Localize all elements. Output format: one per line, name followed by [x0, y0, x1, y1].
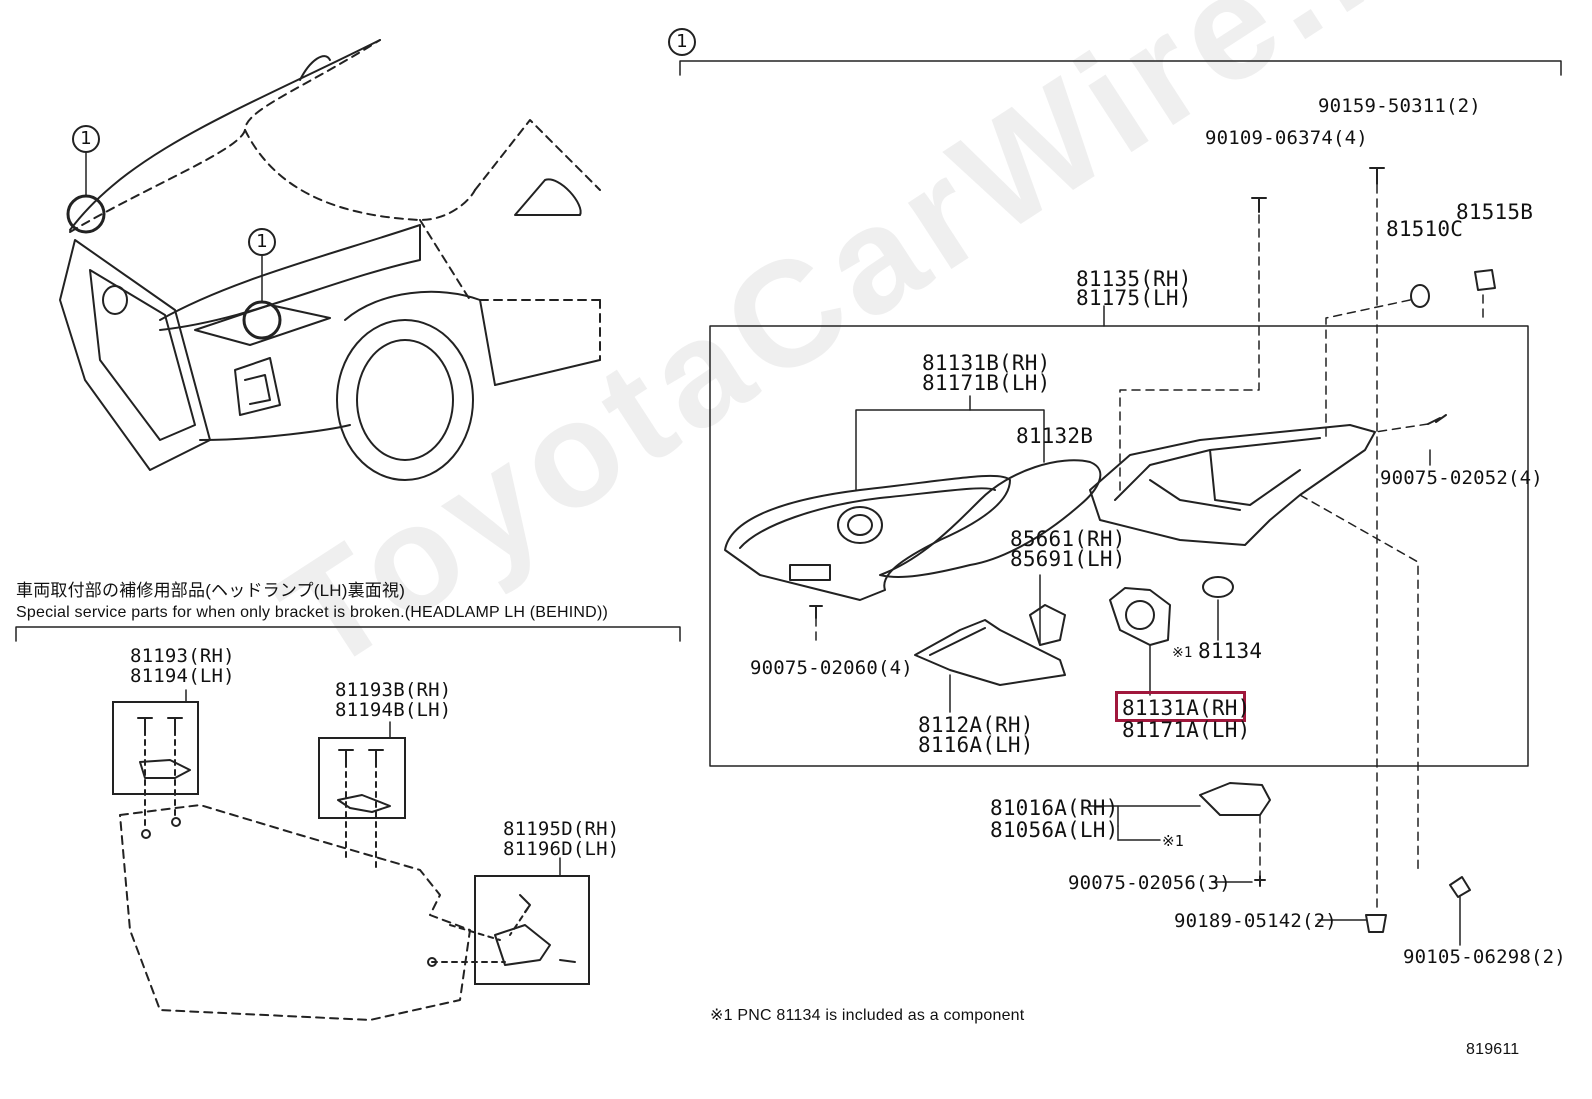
part-85661-rh[interactable]: 85661(RH) [1010, 527, 1126, 551]
screw-90159-50311[interactable]: 90159-50311(2) [1318, 95, 1481, 117]
part-81175-lh[interactable]: 81175(LH) [1076, 286, 1192, 310]
screw-90105-06298[interactable]: 90105-06298(2) [1403, 946, 1566, 968]
bracket-box-81193b [318, 737, 406, 819]
bracket-box-81193 [112, 701, 199, 795]
part-81171b-lh[interactable]: 81171B(LH) [922, 371, 1051, 395]
part-81194-lh[interactable]: 81194(LH) [130, 665, 235, 687]
part-81131b-rh[interactable]: 81131B(RH) [922, 351, 1051, 375]
screw-90075-02056[interactable]: 90075-02056(3) [1068, 872, 1231, 894]
part-81195d-rh[interactable]: 81195D(RH) [503, 818, 620, 840]
headlamp-exploded-diagram [679, 60, 1562, 946]
part-81510c[interactable]: 81510C [1386, 217, 1464, 241]
part-81193b-rh[interactable]: 81193B(RH) [335, 679, 452, 701]
part-81196d-lh[interactable]: 81196D(LH) [503, 838, 620, 860]
special-title-en: Special service parts for when only brac… [16, 604, 608, 621]
part-81194b-lh[interactable]: 81194B(LH) [335, 699, 452, 721]
part-8112a-rh[interactable]: 8112A(RH) [918, 713, 1034, 737]
diagram-number: 819611 [1466, 1041, 1520, 1058]
part-81131a-rh[interactable]: 81131A(RH) [1122, 696, 1251, 720]
part-8116a-lh[interactable]: 8116A(LH) [918, 733, 1034, 757]
part-81016a-rh[interactable]: 81016A(RH) [990, 796, 1119, 820]
part-81135-rh[interactable]: 81135(RH) [1076, 267, 1192, 291]
section-marker: 1 [668, 28, 696, 56]
callout-marker-headlamp-right: 1 [248, 228, 276, 256]
screw-90109-06374[interactable]: 90109-06374(4) [1205, 127, 1368, 149]
special-title-jp: 車両取付部の補修用部品(ヘッドランプ(LH)裏面視) [16, 581, 406, 600]
footnote: ※1 PNC 81134 is included as a component [710, 1007, 1025, 1024]
callout-marker-headlamp-left: 1 [72, 125, 100, 153]
part-81134[interactable]: 81134 [1198, 639, 1263, 663]
car-front-illustration [59, 39, 601, 481]
highlight-selected-part [1115, 691, 1246, 722]
note-mark-ballast: ※1 [1162, 832, 1184, 850]
special-bracket-diagram [15, 626, 681, 1021]
screw-90189-05142[interactable]: 90189-05142(2) [1174, 910, 1337, 932]
part-81056a-lh[interactable]: 81056A(LH) [990, 818, 1119, 842]
part-81171a-lh[interactable]: 81171A(LH) [1122, 718, 1251, 742]
part-85691-lh[interactable]: 85691(LH) [1010, 547, 1126, 571]
screw-90075-02060[interactable]: 90075-02060(4) [750, 657, 913, 679]
part-81132b[interactable]: 81132B [1016, 424, 1094, 448]
screw-90075-02052[interactable]: 90075-02052(4) [1380, 467, 1543, 489]
part-81193-rh[interactable]: 81193(RH) [130, 645, 235, 667]
bracket-box-81195d [474, 875, 590, 985]
part-81515b[interactable]: 81515B [1456, 200, 1534, 224]
note-mark-81134: ※1 [1172, 645, 1193, 661]
